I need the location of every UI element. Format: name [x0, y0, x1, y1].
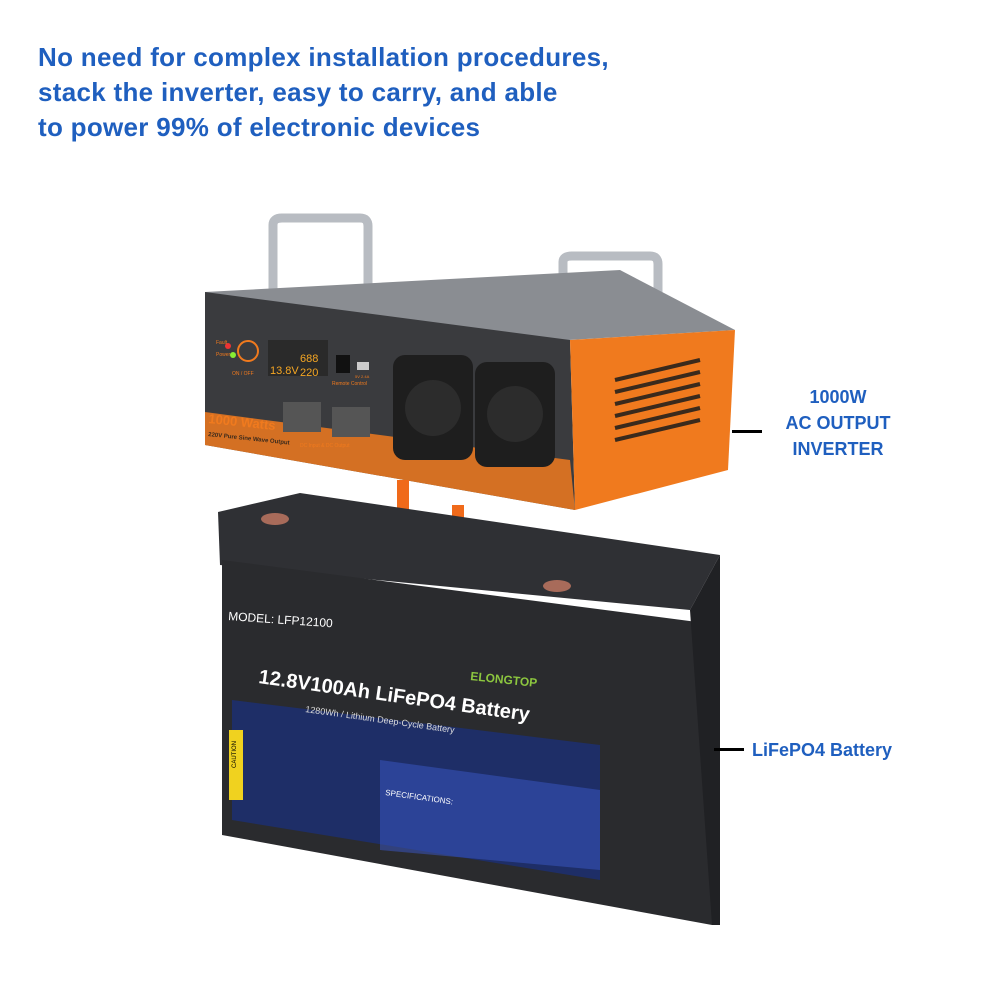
display-ac-voltage: 220	[300, 367, 318, 379]
display-battery-voltage: 13.8V	[270, 365, 299, 377]
inverter-leader-line	[732, 430, 762, 433]
caution-label	[229, 730, 243, 800]
switch-label: ON / OFF	[232, 371, 254, 377]
inverter-callout-line-2: AC OUTPUT	[785, 413, 891, 433]
remote-label: Remote Control	[332, 381, 367, 387]
battery-leader-line	[714, 748, 744, 751]
headline-line-2: stack the inverter, easy to carry, and a…	[38, 77, 558, 107]
headline-line-1: No need for complex installation procedu…	[38, 42, 609, 72]
caution-text: CAUTION	[232, 741, 238, 768]
dc-label: DC Input & DC Output	[300, 443, 350, 449]
inverter-callout: 1000W AC OUTPUT INVERTER	[768, 384, 908, 462]
inverter-handles	[268, 213, 663, 305]
power-label: Power	[216, 352, 231, 358]
headline-line-3: to power 99% of electronic devices	[38, 112, 481, 142]
inverter: 688 13.8V 220 ON / OFF Fault Power Remot…	[205, 270, 735, 510]
watts-label: 1000 Watts	[208, 411, 277, 433]
display-watts: 688	[300, 353, 318, 365]
brand-logo: ELONGTOP	[470, 669, 538, 690]
anderson-port-1	[283, 402, 321, 432]
usb-port	[357, 362, 369, 370]
battery-callout: LiFePO4 Battery	[752, 740, 893, 760]
inverter-callout-line-3: INVERTER	[792, 439, 884, 459]
fault-label: Fault	[216, 340, 228, 346]
headline: No need for complex installation procedu…	[38, 40, 609, 145]
inverter-callout-line-1: 1000W	[809, 387, 867, 407]
usb-label: 5V 2.4A	[355, 374, 370, 379]
battery: CAUTION MODEL: LFP12100 12.8V100Ah LiFeP…	[218, 493, 720, 925]
anderson-port-2	[332, 407, 370, 437]
remote-port	[336, 355, 350, 373]
